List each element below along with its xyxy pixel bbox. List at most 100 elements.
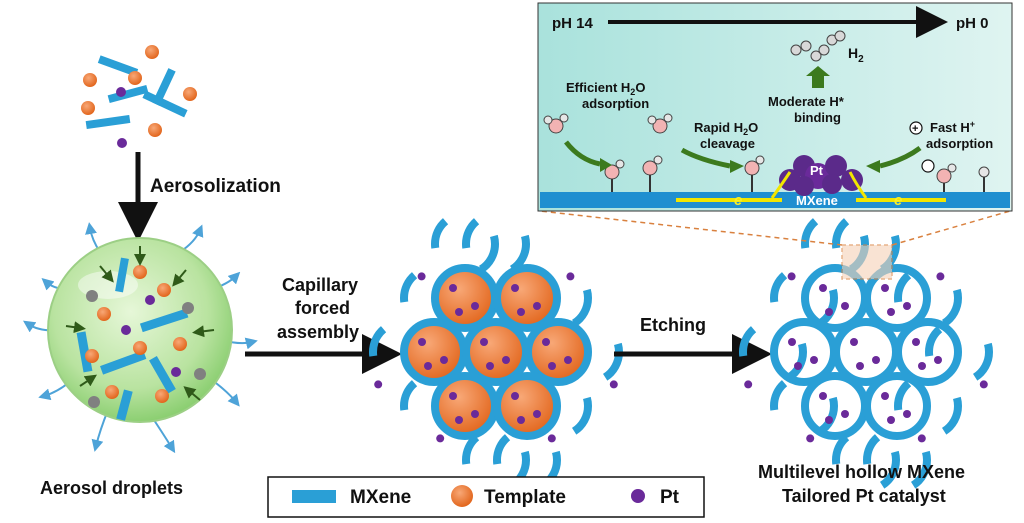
pt-particle [841,302,849,310]
mxene-shell-fragment [863,426,931,494]
pt-cluster: Pt [779,155,863,196]
h2-label: H2 [848,45,864,65]
pt-particle [872,356,880,364]
h2-molecules [790,30,846,62]
pt-particle [903,410,911,418]
binding-label-line2: binding [794,110,841,125]
pt-particle [455,308,463,316]
pt-particle [417,272,426,281]
pt-particle [825,416,833,424]
pt-particle [533,410,541,418]
pt-particle [511,284,519,292]
templated-sphere [431,372,499,440]
pt-particle [502,356,510,364]
legend-pt-swatch [631,489,645,503]
legend-template-swatch [451,485,473,507]
templated-sphere [493,264,561,332]
cleavage-label-line1: Rapid H2O [694,120,758,137]
pt-particle [794,362,802,370]
mxene-shell-fragment [832,426,900,494]
hollow-sphere [863,264,931,332]
hollow-cluster [739,210,993,494]
aerosol-droplet [23,222,258,454]
pt-particle [819,284,827,292]
pt-particle [542,338,550,346]
mxene-shell-fragment [770,264,838,332]
label-product-line1: Multilevel hollow MXene [758,462,965,482]
pt-particle [418,338,426,346]
pt-particle [917,434,926,443]
mxene-shell-fragment [925,318,993,386]
pt-particle [810,356,818,364]
pt-particle [979,380,988,389]
step-aerosolization: Aerosolization [150,176,281,197]
cleavage-label-line2: cleavage [700,136,755,151]
pt-particle [881,284,889,292]
templated-sphere [400,318,468,386]
pt-particle [918,362,926,370]
zoom-region [841,244,893,280]
mechanism-inset: pH 14 pH 0 MXene e e Pt H [537,2,1013,212]
hollow-sphere [894,318,962,386]
pt-particle [517,308,525,316]
pt-particle [744,380,753,389]
svg-text:+: + [912,123,918,135]
legend-mxene-swatch [292,490,336,503]
adsorption-label-line2: adsorption [582,96,649,111]
h2-release-arrow [806,66,830,88]
pt-particle [533,302,541,310]
templated-sphere [493,372,561,440]
pt-particle [806,434,815,443]
precursor-cluster [81,45,197,148]
pt-particle [787,272,796,281]
pt-particle [841,410,849,418]
pt-particle [856,362,864,370]
assembled-cluster [369,210,623,494]
pt-particle [887,308,895,316]
pt-particle [480,338,488,346]
electron-right: e [894,192,902,209]
templated-sphere [524,318,592,386]
label-product-line2: Tailored Pt catalyst [782,486,946,506]
legend-template: Template [484,487,566,508]
water-molecules [543,113,990,192]
pt-particle [374,380,383,389]
mxene-shell-fragment [462,210,530,278]
fast-label-line2: adsorption [926,136,993,151]
mxene-shell-fragment [493,426,561,494]
pt-particle [819,392,827,400]
hollow-sphere [832,318,900,386]
pt-particle [548,362,556,370]
step-capillary-line1: Capillary [282,275,358,295]
pt-particle [436,434,445,443]
mxene-shell-fragment [431,210,499,278]
pt-particle [566,272,575,281]
electron-left: e [734,192,742,209]
adsorption-label-line1: Efficient H2O [566,80,645,97]
pt-particle [440,356,448,364]
mxene-shell-fragment [894,372,962,440]
templated-sphere [462,318,530,386]
pt-particle [825,308,833,316]
mxene-shell-fragment [739,318,807,386]
ph-left: pH 14 [552,15,594,32]
pt-particle [424,362,432,370]
legend: MXene Template Pt [267,476,705,518]
pt-particle [455,416,463,424]
pt-particle [609,380,618,389]
step-capillary-line3: assembly [277,322,359,342]
pt-particle [936,272,945,281]
pt-particle [564,356,572,364]
legend-mxene: MXene [350,487,411,508]
label-aerosol-droplets: Aerosol droplets [40,478,183,498]
pt-particle [788,338,796,346]
fast-label-line1: Fast H+ [930,119,975,135]
mxene-shell-fragment [770,372,838,440]
mxene-shell-fragment [462,426,530,494]
pt-particle [471,410,479,418]
pt-particle [449,392,457,400]
pt-particle [517,416,525,424]
pt-particle [881,392,889,400]
pt-particle [912,338,920,346]
